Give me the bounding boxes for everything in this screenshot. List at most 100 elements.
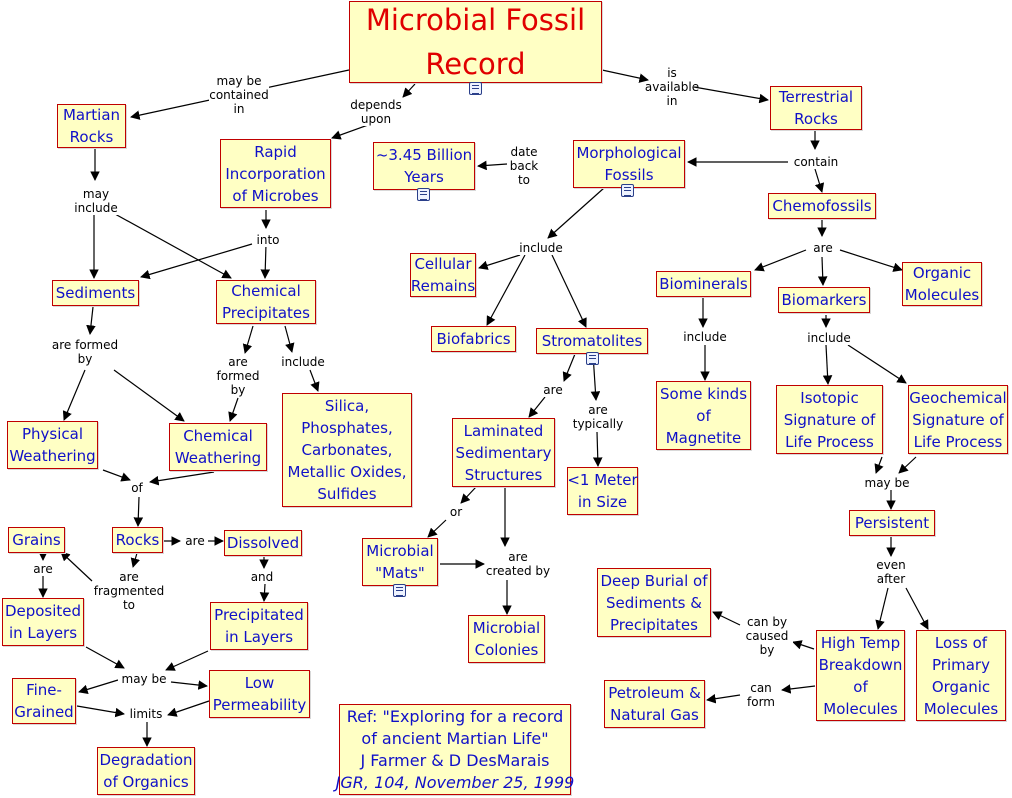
link-label-line: to: [122, 598, 136, 612]
concept-chemofossils[interactable]: Chemofossils: [768, 193, 876, 219]
note-icon[interactable]: [621, 184, 634, 197]
link-label-line: contain: [793, 155, 839, 169]
link-label-contain: contain: [790, 155, 842, 169]
concept-line: Chemical: [231, 282, 301, 300]
link-label-line: are: [33, 562, 53, 576]
concept-sediments[interactable]: Sediments: [52, 280, 139, 306]
note-icon[interactable]: [393, 584, 406, 597]
connector-arrow: [86, 306, 96, 335]
concept-biofabrics[interactable]: Biofabrics: [431, 326, 516, 352]
link-label-include4: include: [280, 355, 326, 369]
concept-line: J Farmer & D DesMarais: [360, 750, 550, 770]
link-label-are3: are: [182, 534, 208, 548]
connector-arrow: [814, 168, 825, 193]
link-label-line: are: [813, 241, 833, 255]
link-label-line: or: [449, 505, 463, 519]
concept-line: Sulfides: [317, 485, 377, 503]
connector-arrow: [78, 679, 119, 695]
concept-line: Microbial Fossil: [365, 3, 586, 37]
connector-arrow: [754, 249, 807, 272]
connector-arrow: [242, 325, 254, 354]
connector-arrow: [309, 369, 320, 392]
concept-line: Molecules: [823, 699, 898, 718]
link-label-line: by: [759, 643, 775, 657]
concept-rocks[interactable]: Rocks: [112, 527, 163, 553]
concept-line: Martian: [62, 106, 121, 124]
connector-arrow: [874, 456, 884, 474]
connector-arrow: [60, 551, 93, 582]
concept-persistent[interactable]: Persistent: [849, 510, 935, 536]
concept-line: Magnetite: [665, 428, 742, 447]
concept-line: Life Process: [785, 432, 874, 451]
link-label-line: may be: [216, 74, 262, 88]
connector-arrow: [102, 469, 131, 482]
concept-biomarkers[interactable]: Biomarkers: [778, 287, 870, 313]
concept-line: of ancient Martian Life": [361, 728, 549, 748]
concept-finegrained[interactable]: Fine-Grained: [12, 678, 76, 724]
concept-line: Low: [244, 674, 275, 692]
connector-arrow: [140, 243, 253, 280]
link-label-line: is: [667, 66, 677, 80]
link-label-are4: are: [30, 562, 56, 576]
concept-line: Weathering: [174, 449, 262, 467]
note-icon[interactable]: [417, 188, 430, 201]
link-label-line: created by: [485, 564, 551, 578]
link-label-and: and: [249, 570, 275, 584]
concept-line: Petroleum &: [608, 684, 701, 702]
concept-petroleum[interactable]: Petroleum &Natural Gas: [604, 680, 705, 728]
link-label-are1: are: [810, 241, 836, 255]
concept-line: Loss of: [934, 633, 988, 652]
concept-line: Grained: [14, 703, 74, 721]
concept-stromatolites[interactable]: Stromatolites: [536, 328, 648, 354]
link-label-line: to: [517, 173, 531, 187]
connector-arrow: [149, 471, 215, 486]
link-label-line: depends: [350, 98, 402, 112]
concept-grains[interactable]: Grains: [8, 527, 65, 553]
concept-line: Precipitates: [610, 615, 698, 634]
connector-arrow: [477, 160, 508, 171]
note-icon[interactable]: [469, 82, 482, 95]
concept-dissolved[interactable]: Dissolved: [224, 530, 302, 556]
concept-line: in Layers: [8, 624, 78, 642]
concept-line: Rocks: [115, 531, 160, 549]
link-label-line: and: [250, 570, 274, 584]
concept-line: of Microbes: [232, 186, 319, 205]
concept-silica[interactable]: Silica,Phosphates,Carbonates,Metallic Ox…: [282, 393, 412, 507]
note-icon[interactable]: [586, 352, 599, 365]
concept-mats[interactable]: Microbial"Mats": [362, 538, 438, 586]
concept-line: Years: [404, 168, 444, 186]
concept-line: Structures: [464, 465, 543, 484]
concept-line: "Mats": [375, 564, 425, 582]
connector-arrow: [822, 344, 833, 385]
link-label-line: are: [228, 355, 248, 369]
concept-biominerals[interactable]: Biominerals: [656, 271, 751, 297]
